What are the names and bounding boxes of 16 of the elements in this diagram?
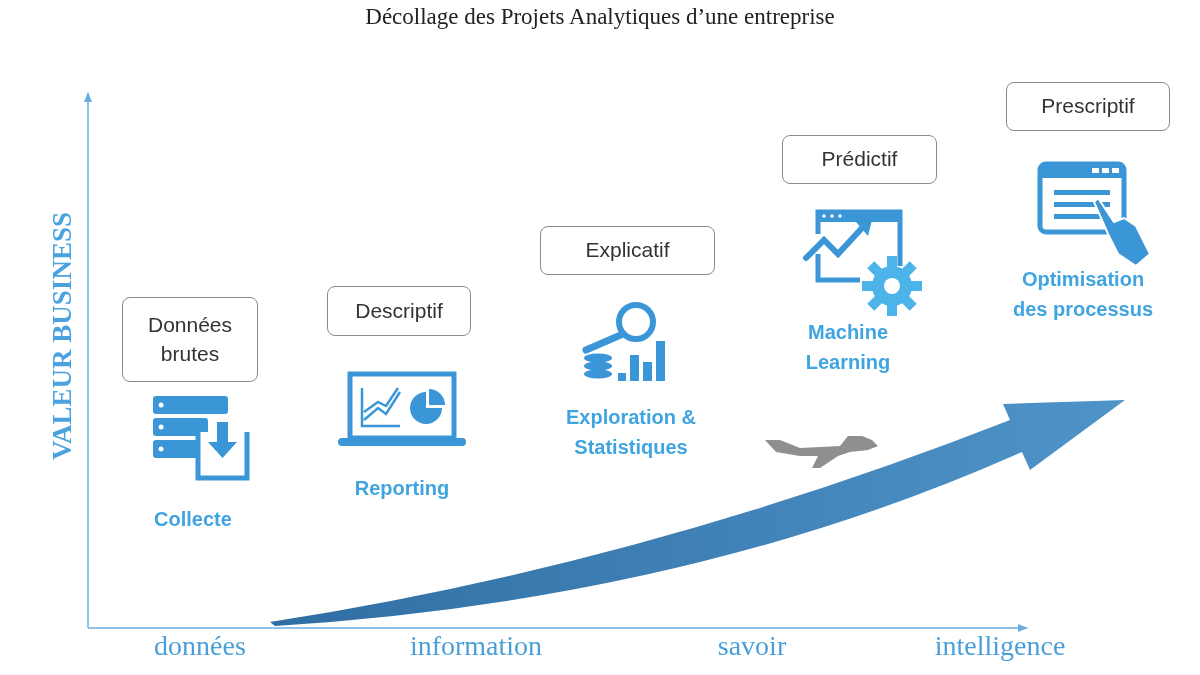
stage-box: Données brutes — [122, 297, 258, 382]
axis-label: données — [154, 630, 246, 662]
stage-caption: Machine Learning — [804, 320, 892, 375]
axis-label: savoir — [717, 630, 787, 662]
stage-box: Prédictif — [782, 135, 937, 184]
stage-caption: Optimisation des processus — [1011, 267, 1155, 322]
stage-box: Explicatif — [540, 226, 715, 275]
axis-label: intelligence — [934, 630, 1066, 662]
stage-caption: Collecte — [153, 507, 233, 532]
diagram-title: Décollage des Projets Analytiques d’une entreprise — [365, 4, 835, 30]
stage-caption: Exploration & Statistiques — [565, 405, 697, 460]
stage-caption: Reporting — [353, 476, 451, 501]
axis-title: VALEUR BUSINESS — [46, 212, 78, 460]
stage-box: Descriptif — [327, 286, 471, 336]
axis-label: information — [409, 630, 543, 662]
stage-box: Prescriptif — [1006, 82, 1170, 131]
